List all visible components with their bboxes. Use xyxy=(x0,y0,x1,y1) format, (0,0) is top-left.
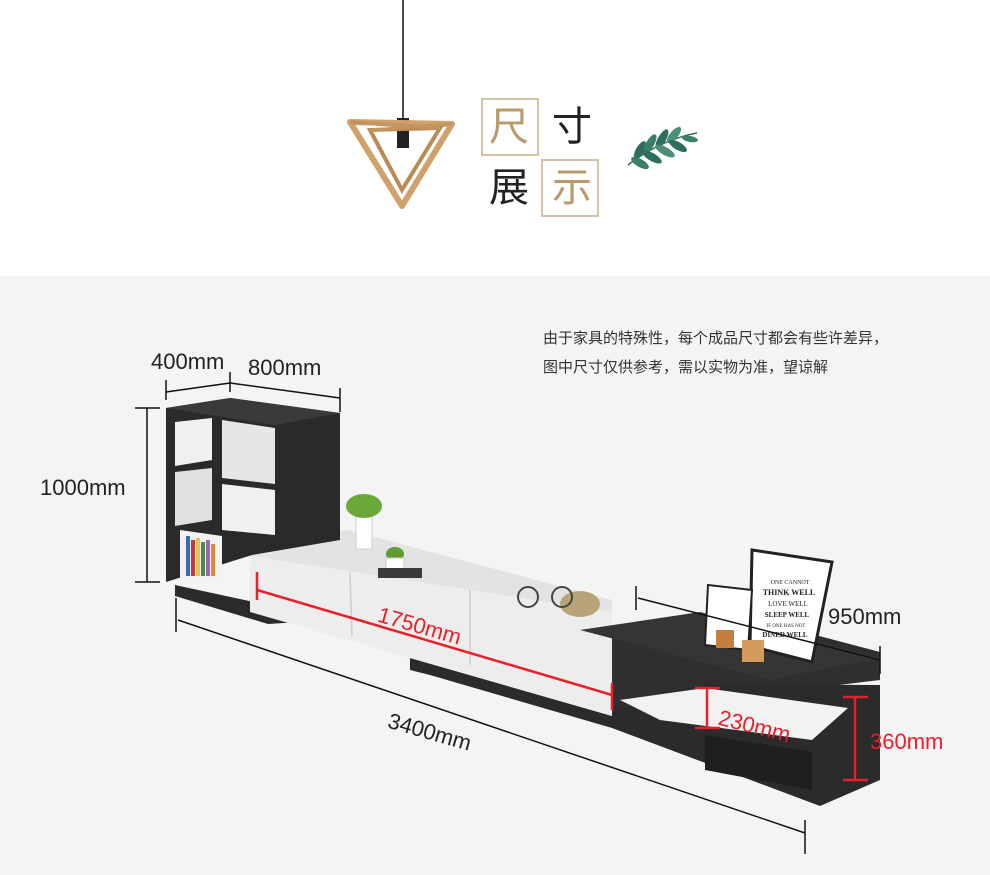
disclaimer-line-1: 由于家具的特殊性，每个成品尺寸都会有些许差异， xyxy=(543,329,889,347)
dim-cabinet-width-label: 800mm xyxy=(248,355,322,380)
poster-line-3: LOVE WELL xyxy=(768,600,808,608)
title-box-2 xyxy=(541,159,599,217)
dim-depth-label: 400mm xyxy=(151,349,225,374)
dim-right-depth-label: 950mm xyxy=(828,604,902,629)
poster-line-1: ONE CANNOT xyxy=(771,580,810,586)
title-char-chi: 尺 xyxy=(489,104,529,150)
poster-line-4: SLEEP WELL xyxy=(765,611,810,619)
title-box-1 xyxy=(481,98,539,156)
dim-height-label: 1000mm xyxy=(40,475,126,500)
title-char-zhan: 展 xyxy=(489,165,529,211)
disclaimer-line-2: 图中尺寸仅供参考，需以实物为准，望谅解 xyxy=(543,358,829,376)
dim-right-height-label: 360mm xyxy=(870,729,944,754)
dimension-lines xyxy=(135,372,881,854)
leaf-icon xyxy=(627,126,698,170)
poster-line-2: THINK WELL xyxy=(763,588,816,597)
size-disclaimer: 由于家具的特殊性，每个成品尺寸都会有些许差异， 图中尺寸仅供参考，需以实物为准，… xyxy=(543,324,888,382)
red-dimension-lines xyxy=(255,572,868,782)
poster-text: ONE CANNOT THINK WELL LOVE WELL SLEEP WE… xyxy=(762,580,815,639)
header-section xyxy=(0,0,990,276)
title-char-shi: 示 xyxy=(552,165,592,211)
poster-line-5: IF ONE HAS NOT xyxy=(767,624,806,629)
title-char-cun: 寸 xyxy=(552,104,592,150)
tv-cabinet-shape xyxy=(166,398,880,806)
pendant-lamp-icon xyxy=(347,0,455,209)
poster-line-6: DINED WELL xyxy=(762,631,808,639)
